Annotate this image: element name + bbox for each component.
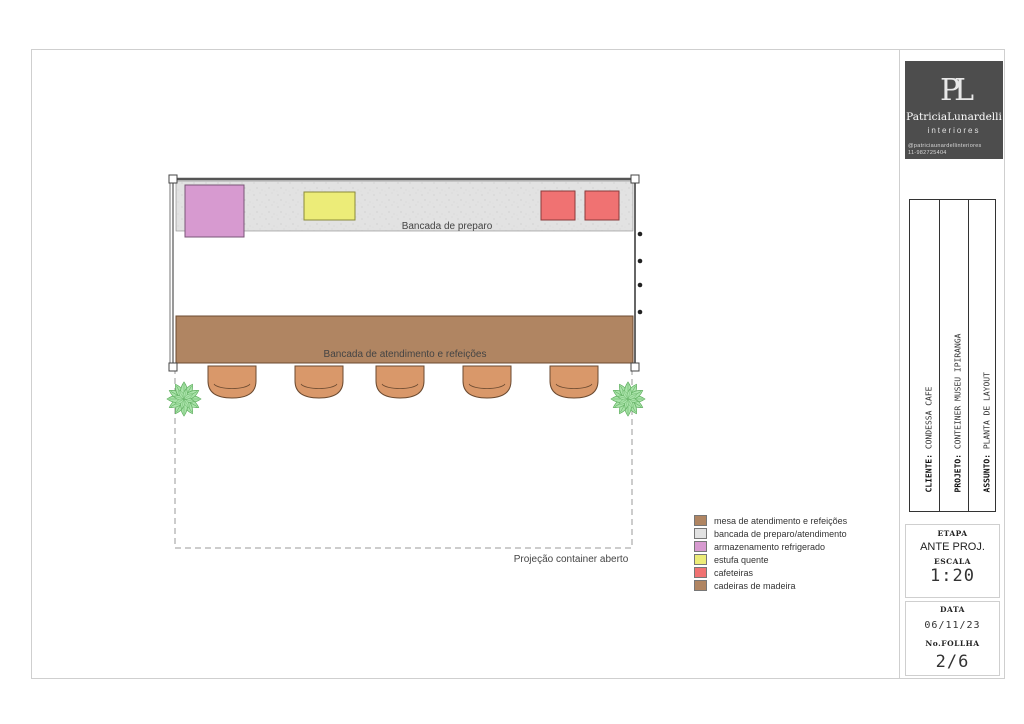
hinge-icon <box>637 231 643 237</box>
logo-subtitle: interiores <box>927 126 981 135</box>
legend-item: estufa quente <box>694 553 847 566</box>
container-projection-outline <box>174 368 633 549</box>
escala-value: 1:20 <box>930 566 975 586</box>
project-info-box: CLIENTE: CONDESSA CAFE PROJETO: CONTEINE… <box>909 199 996 512</box>
logo-instagram: @patriciaunardellinteriores <box>908 143 982 149</box>
project-column: PROJETO: CONTEINER MUSEU IPIRANGA <box>939 200 968 511</box>
subject-column: ASSUNTO: PLANTA DE LAYOUT <box>968 200 997 511</box>
legend-item: armazenamento refrigerado <box>694 540 847 553</box>
legend-label: cafeteiras <box>714 567 754 578</box>
chair-1 <box>207 365 257 399</box>
logo-name: PatriciaLunardelli <box>906 111 1002 123</box>
stage-scale-box: ETAPA ANTE PROJ. ESCALA 1:20 <box>905 524 1000 598</box>
hinge-icon <box>637 282 643 288</box>
legend-swatch <box>694 528 707 539</box>
etapa-value: ANTE PROJ. <box>920 541 985 553</box>
chair-5 <box>549 365 599 399</box>
data-value: 06/11/23 <box>924 620 981 631</box>
client-label: CLIENTE: <box>924 453 933 493</box>
escala-label: ESCALA <box>933 557 971 566</box>
service-counter <box>175 315 634 364</box>
corner-post <box>630 362 640 372</box>
coffee-machine-1 <box>540 190 576 221</box>
data-label: DATA <box>940 605 965 614</box>
title-block <box>899 50 1005 679</box>
date-sheet-box: DATA 06/11/23 No.FOLLHA 2/6 <box>905 601 1000 676</box>
logo-phone: 11-982725404 <box>908 150 947 156</box>
legend-label: armazenamento refrigerado <box>714 541 826 552</box>
client-value: CONDESSA CAFE <box>924 386 933 450</box>
legend-item: cafeteiras <box>694 566 847 579</box>
plant-icon-right <box>611 382 645 416</box>
legend-swatch <box>694 567 707 578</box>
subject-value: PLANTA DE LAYOUT <box>982 372 992 450</box>
legend-swatch <box>694 554 707 565</box>
chair-3 <box>375 365 425 399</box>
legend-label: bancada de preparo/atendimento <box>714 528 847 539</box>
legend: mesa de atendimento e refeições bancada … <box>694 514 847 592</box>
chair-2 <box>294 365 344 399</box>
subject-info: ASSUNTO: PLANTA DE LAYOUT <box>983 372 992 492</box>
prep-counter-label: Bancada de preparo <box>402 221 493 232</box>
legend-item: mesa de atendimento e refeições <box>694 514 847 527</box>
project-info: PROJETO: CONTEINER MUSEU IPIRANGA <box>954 334 963 493</box>
etapa-label: ETAPA <box>937 529 968 538</box>
service-counter-label: Bancada de atendimento e refeições <box>324 349 487 360</box>
legend-label: estufa quente <box>714 554 769 565</box>
legend-item: bancada de preparo/atendimento <box>694 527 847 540</box>
plant-icon-left <box>167 382 201 416</box>
hinge-icon <box>637 309 643 315</box>
legend-swatch <box>694 515 707 526</box>
legend-swatch <box>694 541 707 552</box>
logo-contact: @patriciaunardellinteriores 11-982725404 <box>908 143 982 157</box>
logo-mark: PL <box>939 73 974 108</box>
client-column: CLIENTE: CONDESSA CAFE <box>910 200 939 511</box>
legend-item: cadeiras de madeira <box>694 579 847 592</box>
folha-value: 2/6 <box>935 652 970 672</box>
subject-label: ASSUNTO: <box>982 453 992 493</box>
corner-post <box>630 174 640 184</box>
refrigerated-storage <box>184 184 245 238</box>
legend-label: cadeiras de madeira <box>714 580 796 591</box>
chair-4 <box>462 365 512 399</box>
folha-label: No.FOLLHA <box>925 639 980 648</box>
hinge-icon <box>637 258 643 264</box>
container-projection-label: Projeção container aberto <box>514 554 629 565</box>
corner-post <box>168 174 178 184</box>
logo: PL PatriciaLunardelli interiores @patric… <box>905 61 1003 159</box>
hot-display <box>303 191 356 221</box>
corner-post <box>168 362 178 372</box>
client-info: CLIENTE: CONDESSA CAFE <box>924 387 933 493</box>
project-label: PROJETO: <box>953 453 963 493</box>
legend-swatch <box>694 580 707 591</box>
legend-label: mesa de atendimento e refeições <box>714 515 848 526</box>
project-value: CONTEINER MUSEU IPIRANGA <box>953 333 963 450</box>
coffee-machine-2 <box>584 190 620 221</box>
